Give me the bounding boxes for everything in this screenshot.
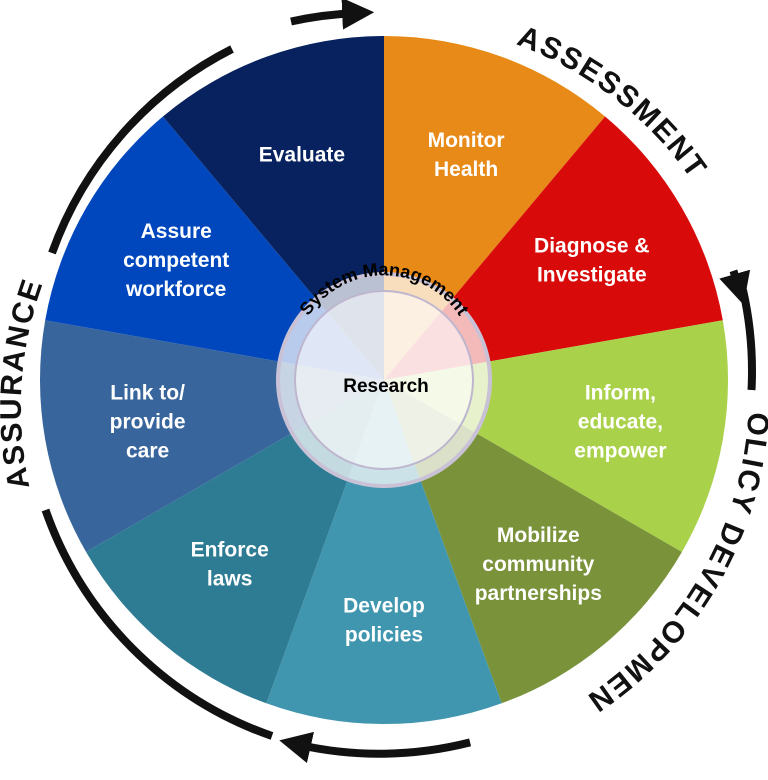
label-line: Assure bbox=[141, 220, 212, 243]
label-inform: Inform, educate, empower bbox=[574, 382, 666, 463]
label-line: empower bbox=[574, 440, 666, 463]
label-enforce-laws: Enforce laws bbox=[191, 538, 269, 590]
label-line: policies bbox=[345, 624, 423, 647]
label-line: community bbox=[482, 553, 594, 576]
label-line: Health bbox=[434, 158, 498, 181]
label-line: care bbox=[126, 440, 169, 463]
label-diagnose: Diagnose & Investigate bbox=[534, 235, 650, 287]
label-line: Enforce bbox=[191, 538, 269, 561]
policy-arrow bbox=[719, 269, 751, 305]
segment-enforce-laws bbox=[86, 380, 384, 704]
label-line: workforce bbox=[125, 278, 226, 301]
assurance-arc-lower bbox=[41, 508, 274, 740]
assessment-arrow bbox=[290, 0, 375, 30]
label-assure-workforce: Assure competent workforce bbox=[123, 220, 229, 301]
outer-arrows bbox=[41, 0, 756, 764]
segment-mobilize bbox=[384, 380, 682, 704]
assurance-arc-upper bbox=[48, 45, 234, 255]
label-line: educate, bbox=[578, 411, 663, 434]
label-line: Monitor bbox=[428, 129, 505, 152]
assurance-arrow bbox=[279, 731, 472, 764]
label-line: partnerships bbox=[475, 582, 602, 605]
label-develop-policies: Develop policies bbox=[343, 595, 425, 647]
center-disc bbox=[294, 290, 474, 470]
label-line: Diagnose & bbox=[534, 235, 650, 258]
label-evaluate: Evaluate bbox=[259, 144, 345, 167]
label-line: Investigate bbox=[537, 264, 647, 287]
label-line: laws bbox=[207, 567, 253, 590]
research-label: Research bbox=[343, 376, 429, 397]
segment-develop-policies bbox=[266, 380, 502, 725]
label-line: Evaluate bbox=[259, 144, 345, 167]
label-line: Develop bbox=[343, 595, 425, 618]
label-line: Link to/ bbox=[110, 382, 185, 405]
label-line: Inform, bbox=[585, 382, 656, 405]
label-line: Mobilize bbox=[497, 524, 580, 547]
center-hub: System Management Research bbox=[276, 259, 492, 488]
label-mobilize: Mobilize community partnerships bbox=[475, 524, 602, 605]
label-line: provide bbox=[110, 411, 186, 434]
label-line: competent bbox=[123, 249, 229, 272]
policy-return-arc bbox=[739, 289, 756, 391]
label-link-care: Link to/provide care bbox=[110, 382, 186, 463]
